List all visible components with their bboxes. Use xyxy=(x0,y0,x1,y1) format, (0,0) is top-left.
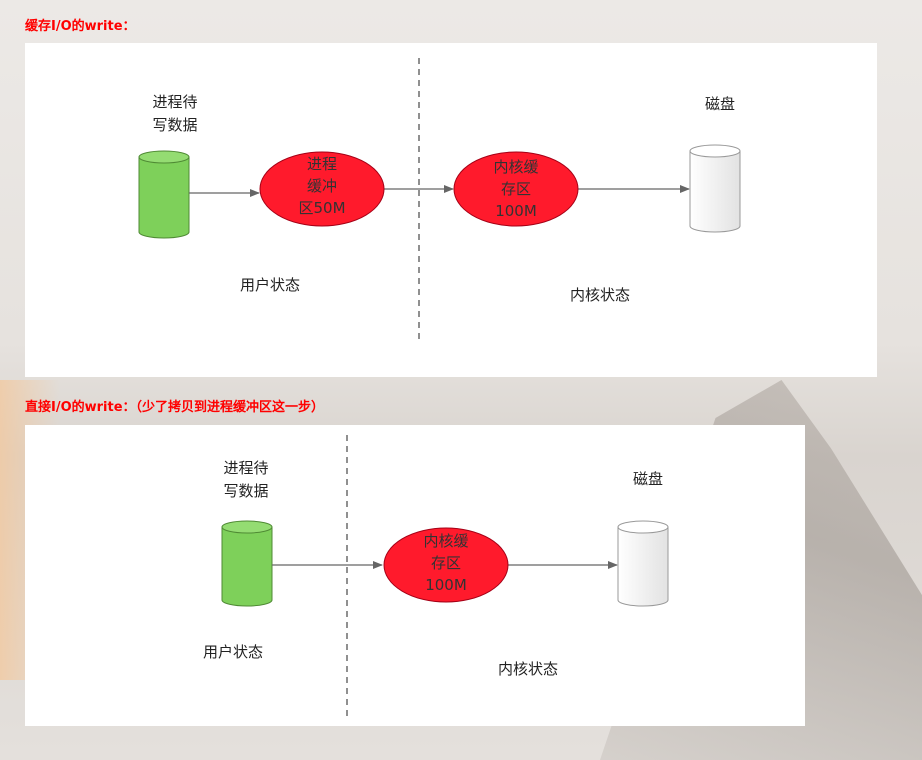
direct-io-diagram-svg xyxy=(221,435,669,718)
kernel-buffer-ellipse xyxy=(453,151,579,227)
kernel-state-label: 内核状态 xyxy=(497,660,558,678)
disk-cylinder xyxy=(617,520,669,607)
disk-label: 磁盘 xyxy=(704,95,735,113)
process-buffer-ellipse xyxy=(259,151,385,227)
direct-io-title: 直接I/O的write：（少了拷贝到进程缓冲区这一步） xyxy=(25,400,325,415)
kernel-buffer-ellipse xyxy=(383,527,509,603)
buffered-io-diagram-svg xyxy=(138,58,741,341)
buffered-io-title: 缓存I/O的write： xyxy=(25,19,136,34)
process-data-label: 进程待写数据 xyxy=(223,459,269,500)
process-data-cylinder xyxy=(138,150,190,239)
disk-label: 磁盘 xyxy=(632,470,663,488)
disk-cylinder xyxy=(689,144,741,233)
process-buffer-label: 进程缓冲区50M xyxy=(298,155,346,217)
process-data-label: 进程待写数据 xyxy=(152,93,198,134)
kernel-state-label: 内核状态 xyxy=(569,286,630,304)
process-data-cylinder xyxy=(221,520,273,607)
user-state-label: 用户状态 xyxy=(202,643,263,661)
user-state-label: 用户状态 xyxy=(239,276,300,294)
